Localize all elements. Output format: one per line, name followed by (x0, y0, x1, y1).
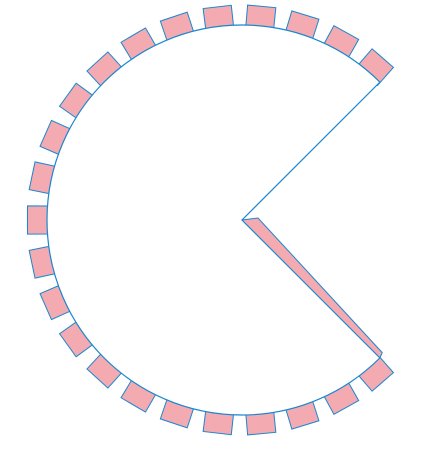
mouth-lower-edge (240, 217, 383, 359)
pacman-body (46, 24, 381, 416)
